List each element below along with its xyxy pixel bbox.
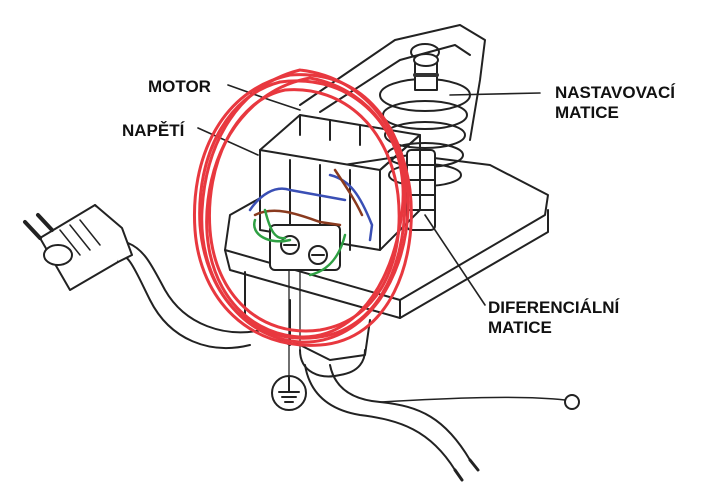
label-nastavovaci-line1: NASTAVOVACÍ bbox=[555, 83, 675, 102]
label-diferencialni-line2: MATICE bbox=[488, 318, 552, 337]
label-diferencialni-matice: DIFERENCIÁLNÍ MATICE bbox=[488, 298, 619, 338]
label-napeti: NAPĚTÍ bbox=[122, 121, 185, 140]
bottom-cable bbox=[304, 364, 580, 482]
label-diferencialni-line1: DIFERENCIÁLNÍ bbox=[488, 298, 620, 317]
label-nastavovaci-matice: NASTAVOVACÍ MATICE bbox=[555, 83, 675, 123]
ground-symbol-icon bbox=[271, 269, 307, 411]
red-circle-annotation bbox=[192, 68, 413, 347]
power-cable bbox=[114, 242, 263, 349]
adjusting-spring bbox=[379, 53, 471, 187]
leader-lines bbox=[197, 84, 541, 306]
terminal-block bbox=[259, 114, 421, 271]
wiring bbox=[248, 168, 374, 277]
power-plug-icon bbox=[23, 204, 133, 291]
label-nastavovaci-line2: MATICE bbox=[555, 103, 619, 122]
label-motor: MOTOR bbox=[148, 77, 211, 96]
